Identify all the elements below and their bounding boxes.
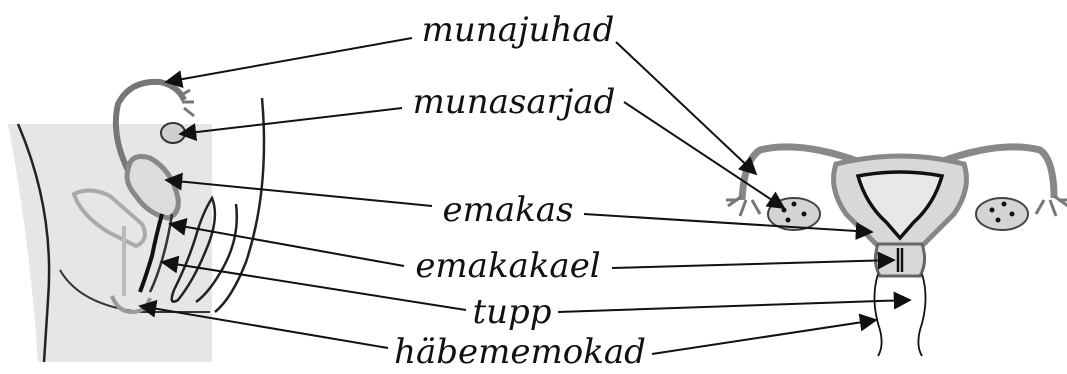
label-emakakael: emakakael [415, 246, 601, 286]
label-tupp: tupp [472, 292, 552, 332]
arrow-munasarjad-front [623, 101, 786, 209]
label-emakas: emakas [442, 190, 574, 230]
side-fimbriae [179, 88, 195, 118]
front-right-tube [938, 143, 1058, 199]
front-uterus-cavity [855, 170, 945, 241]
rectum [170, 195, 217, 303]
arrow-emakakael-front [611, 251, 896, 270]
front-vagina-right [917, 273, 927, 357]
arrow-habememokad-side [138, 299, 389, 349]
front-cervical-os [896, 248, 904, 272]
leader-arrows [138, 37, 912, 355]
front-left-tube [738, 143, 862, 201]
body-silhouette-fill [8, 124, 212, 362]
front-left-fimbriae [726, 194, 762, 217]
arrow-munajuhad-front [615, 41, 758, 176]
arrow-emakakael-side [168, 218, 405, 267]
arrow-tupp-side [160, 255, 467, 311]
label-munajuhad: munajuhad [421, 10, 615, 50]
arrow-munasarjad-side [178, 107, 403, 142]
side-fallopian-tube [112, 78, 187, 180]
rectum-inner [195, 203, 239, 304]
side-vagina [138, 213, 164, 293]
arrow-habememokad-front [651, 313, 878, 355]
front-vagina-left [873, 273, 883, 357]
bladder [71, 188, 147, 249]
frontal-view-illustration [726, 143, 1067, 357]
back-outline [16, 123, 51, 363]
label-habememokad: häbememokad [394, 332, 646, 372]
label-munasarjad: munasarjad [412, 82, 616, 122]
front-right-ovary [975, 197, 1029, 231]
arrow-munajuhad-side [164, 37, 413, 89]
arrow-emakas-front [583, 213, 874, 240]
front-right-fimbriae [1034, 194, 1067, 217]
arrow-tupp-front [557, 291, 912, 313]
side-uterus [124, 154, 181, 221]
front-outline [214, 97, 266, 313]
arrow-emakas-side [164, 172, 433, 207]
